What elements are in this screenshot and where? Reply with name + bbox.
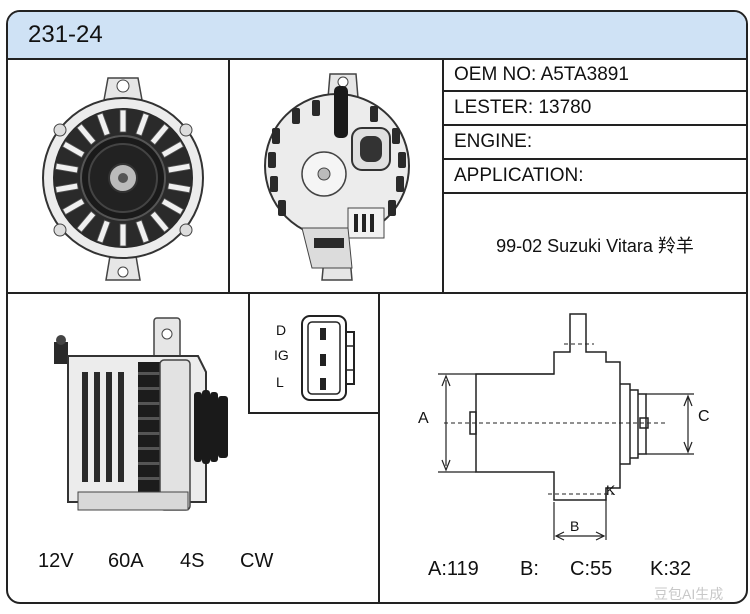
spec-voltage: 12V	[38, 550, 74, 572]
dim-k-value: K:32	[650, 558, 692, 580]
part-number-title: 231-24	[28, 21, 103, 48]
header-bar: 231-24	[8, 12, 746, 60]
application-value: 99-02 Suzuki Vitara 羚羊	[496, 236, 694, 256]
pin-label-ig: IG	[274, 347, 289, 363]
oem-number: OEM NO: A5TA3891	[454, 64, 629, 85]
watermark: 豆包AI生成	[654, 586, 724, 602]
connector-box-left	[248, 294, 250, 414]
connector-diagram	[301, 315, 355, 401]
row-divider	[8, 292, 746, 294]
spec-amperage: 60A	[108, 550, 144, 572]
application-label: APPLICATION:	[454, 165, 584, 186]
pin-label-d: D	[276, 322, 287, 338]
dim-a-value: A:119	[428, 558, 479, 580]
col-divider-2	[442, 58, 444, 292]
info-divider-2	[442, 124, 746, 126]
col-divider-bottom	[378, 294, 380, 602]
dim-b-value: B:	[520, 558, 539, 580]
info-divider-4	[442, 192, 746, 194]
info-divider-1	[442, 90, 746, 92]
col-divider-1	[228, 58, 230, 292]
spec-rotation: CW	[240, 550, 274, 572]
dim-label-b: B	[570, 518, 580, 534]
dim-c-value: C:55	[570, 558, 613, 580]
pin-label-l: L	[276, 374, 284, 390]
dim-label-k: K	[606, 482, 616, 498]
alternator-front-image	[42, 77, 204, 281]
alternator-side-image	[54, 317, 228, 511]
dim-label-c: C	[698, 408, 710, 425]
alternator-rear-image	[264, 73, 410, 281]
product-spec-card: 231-24 OEM NO: A5TA3891 LESTER: 13780 EN…	[6, 10, 748, 604]
dimension-drawing	[438, 313, 694, 541]
lester-number: LESTER: 13780	[454, 97, 592, 118]
engine-label: ENGINE:	[454, 131, 533, 152]
info-divider-3	[442, 158, 746, 160]
spec-pulley: 4S	[180, 550, 205, 572]
dim-label-a: A	[418, 410, 429, 427]
connector-box-bottom	[248, 412, 380, 414]
